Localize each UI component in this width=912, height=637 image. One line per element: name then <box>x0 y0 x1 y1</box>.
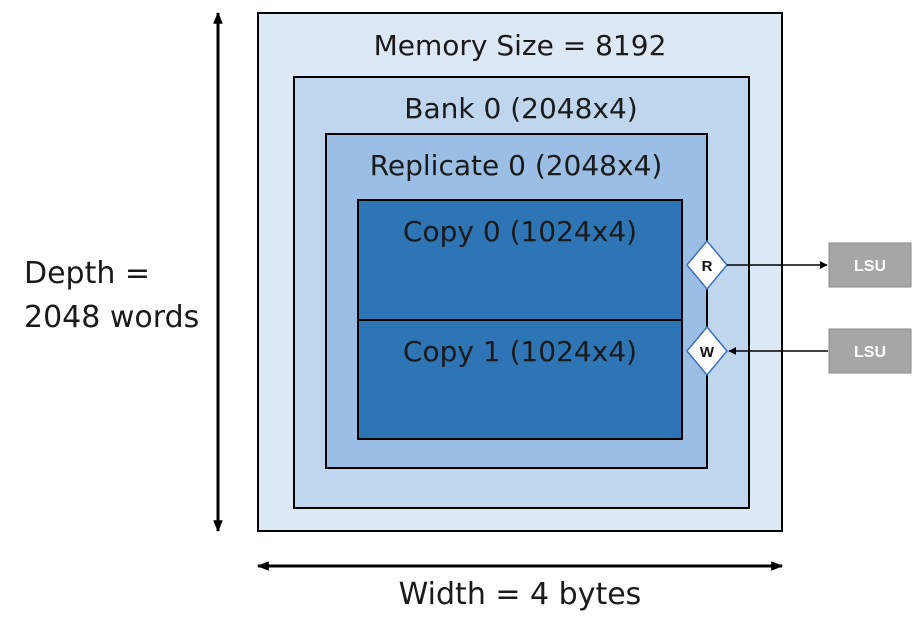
write-port-letter: W <box>700 344 715 361</box>
memory-title: Memory Size = 8192 <box>374 29 667 62</box>
lsu-write-box: LSU <box>828 328 912 374</box>
read-port-letter: R <box>702 258 713 275</box>
replicate-title: Replicate 0 (2048x4) <box>370 149 663 182</box>
copy-1-title: Copy 1 (1024x4) <box>403 335 637 368</box>
depth-label-line2: 2048 words <box>24 300 199 335</box>
bank-title: Bank 0 (2048x4) <box>404 92 637 125</box>
lsu-read-box: LSU <box>828 242 912 288</box>
depth-label-line1: Depth = <box>24 256 150 291</box>
write-port: W <box>686 325 728 377</box>
lsu-write-label: LSU <box>854 344 886 361</box>
read-port: R <box>686 239 728 291</box>
copy-0-box <box>357 199 683 321</box>
lsu-read-label: LSU <box>854 258 886 275</box>
copy-1-box <box>357 319 683 440</box>
width-label: Width = 4 bytes <box>399 577 642 612</box>
copy-0-title: Copy 0 (1024x4) <box>403 215 637 248</box>
